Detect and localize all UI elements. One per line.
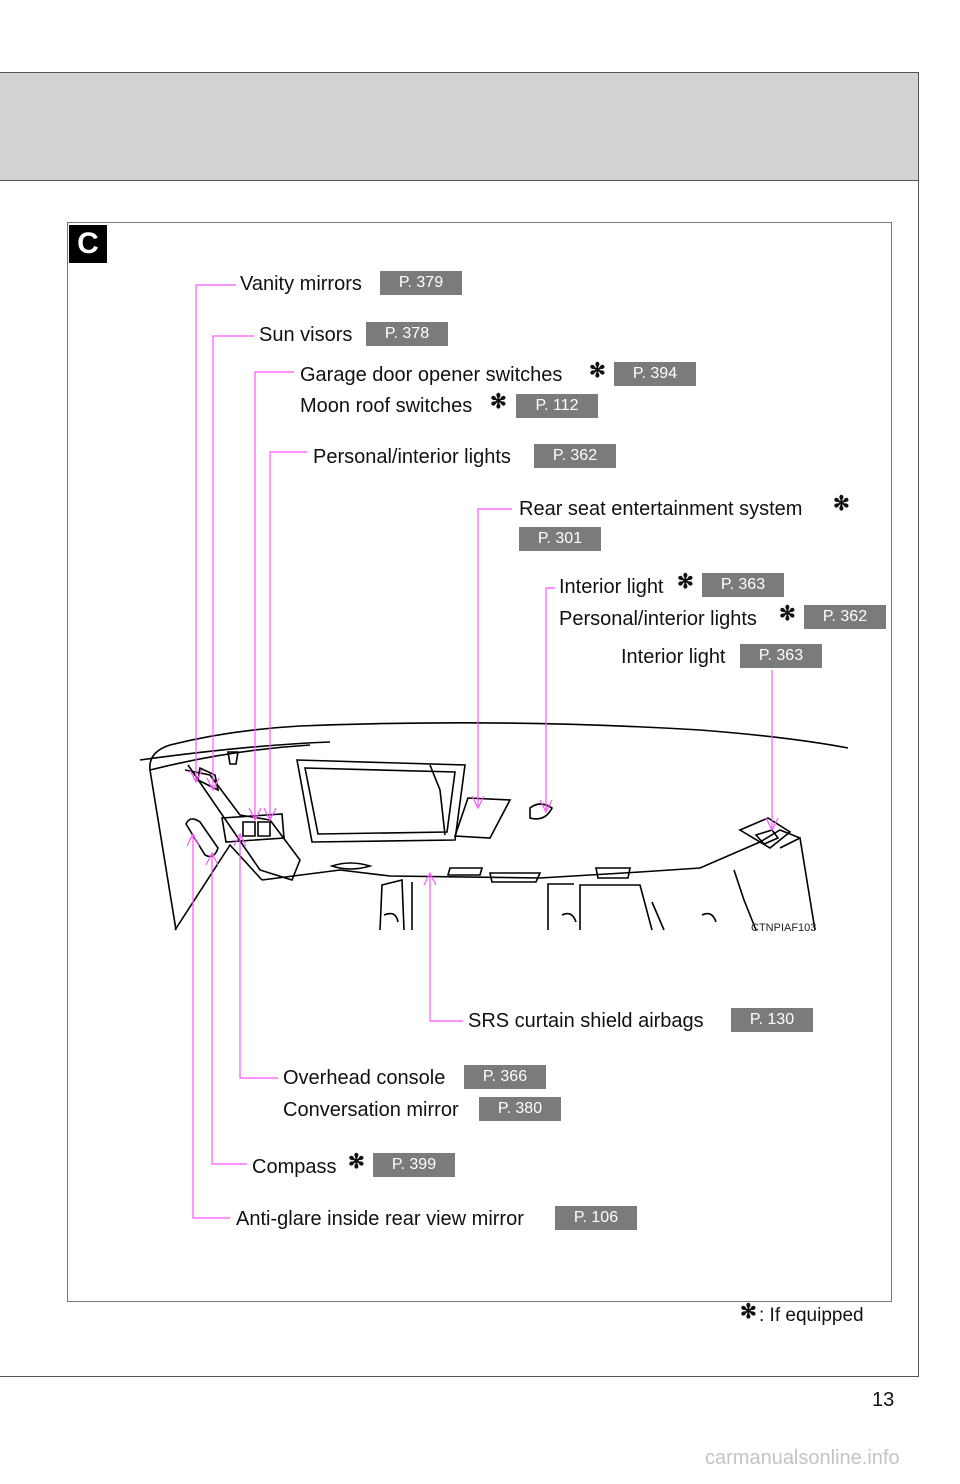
page-ref-vanity-mirrors[interactable]: P. 379 — [380, 271, 462, 295]
if-equipped-star-icon: ✻ — [740, 1301, 757, 1323]
if-equipped-star-icon: ✻ — [779, 603, 796, 625]
page-ref-moon-roof-switches[interactable]: P. 112 — [516, 394, 598, 418]
section-c-frame — [67, 222, 892, 1302]
watermark: carmanualsonline.info — [705, 1447, 900, 1469]
if-equipped-star-icon: ✻ — [348, 1151, 365, 1173]
label-srs-curtain-airbags: SRS curtain shield airbags — [468, 1010, 704, 1032]
label-sun-visors: Sun visors — [259, 324, 353, 346]
page-ref-interior-light-rear[interactable]: P. 363 — [740, 644, 822, 668]
label-anti-glare-mirror: Anti-glare inside rear view mirror — [236, 1208, 524, 1230]
if-equipped-star-icon: ✻ — [589, 360, 606, 382]
page-number: 13 — [872, 1389, 895, 1411]
if-equipped-footnote: : If equipped — [759, 1305, 864, 1326]
bottom-page-rule — [0, 1376, 919, 1377]
label-compass: Compass — [252, 1156, 337, 1178]
page-ref-overhead-console[interactable]: P. 366 — [464, 1065, 546, 1089]
section-letter-badge: C — [69, 225, 107, 263]
if-equipped-star-icon: ✻ — [490, 391, 507, 413]
label-overhead-console: Overhead console — [283, 1067, 446, 1089]
page-ref-interior-light-mid[interactable]: P. 363 — [702, 573, 784, 597]
page-ref-conversation-mirror[interactable]: P. 380 — [479, 1097, 561, 1121]
page-ref-personal-interior-lights-front[interactable]: P. 362 — [534, 444, 616, 468]
label-garage-door-opener: Garage door opener switches — [300, 364, 563, 386]
page-ref-garage-door-opener[interactable]: P. 394 — [614, 362, 696, 386]
label-personal-interior-lights-mid: Personal/interior lights — [559, 608, 757, 630]
page-ref-rear-seat-entertainment[interactable]: P. 301 — [519, 527, 601, 551]
leader-lines — [192, 284, 773, 1219]
header-band — [0, 72, 919, 181]
label-interior-light-mid: Interior light — [559, 576, 664, 598]
page-ref-srs-curtain-airbags[interactable]: P. 130 — [731, 1008, 813, 1032]
label-conversation-mirror: Conversation mirror — [283, 1099, 459, 1121]
right-page-rule — [918, 72, 919, 1377]
page-ref-compass[interactable]: P. 399 — [373, 1153, 455, 1177]
label-moon-roof-switches: Moon roof switches — [300, 395, 473, 417]
label-rear-seat-entertainment: Rear seat entertainment system — [519, 498, 803, 520]
car-headliner-drawing — [139, 722, 849, 931]
page-ref-anti-glare-mirror[interactable]: P. 106 — [555, 1206, 637, 1230]
label-vanity-mirrors: Vanity mirrors — [240, 273, 362, 295]
if-equipped-star-icon: ✻ — [833, 493, 850, 515]
page-ref-personal-interior-lights-mid[interactable]: P. 362 — [804, 605, 886, 629]
illustration-code: CTNPIAF103 — [751, 922, 817, 934]
page-ref-sun-visors[interactable]: P. 378 — [366, 322, 448, 346]
if-equipped-star-icon: ✻ — [677, 571, 694, 593]
leader-arrowheads — [186, 769, 779, 886]
label-personal-interior-lights-front: Personal/interior lights — [313, 446, 511, 468]
label-interior-light-rear: Interior light — [621, 646, 726, 668]
